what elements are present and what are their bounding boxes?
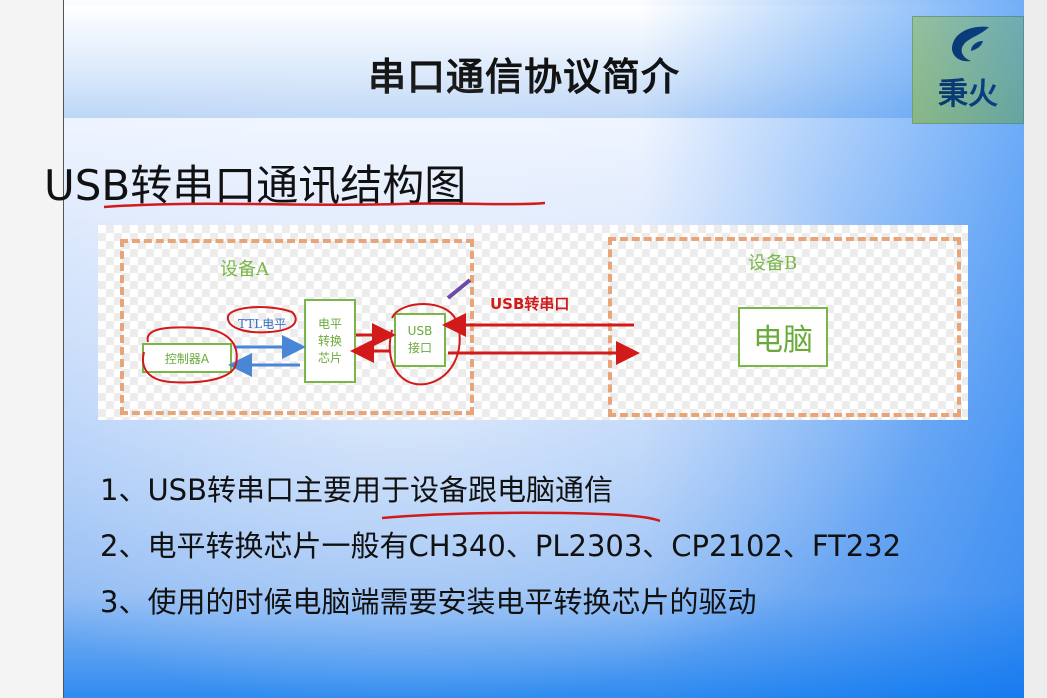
list-item: 2、电平转换芯片一般有CH340、PL2303、CP2102、FT232 [100,529,902,563]
bullet-list: 1、USB转串口主要用于设备跟电脑通信 2、电平转换芯片一般有CH340、PL2… [100,470,901,638]
pc-label: 电脑 [753,323,813,358]
converter-line: 芯片 [317,350,342,365]
slide-header: 串口通信协议简介 秉火 [64,6,1024,124]
brand-logo: 秉火 [912,16,1024,124]
device-b-frame [608,237,961,417]
diagram-arrows [228,313,640,377]
list-item: 1、USB转串口主要用于设备跟电脑通信 [100,473,613,507]
converter-line: 转换 [317,333,342,348]
flame-icon [951,26,989,62]
usb-serial-label: USB转串口 [490,295,570,313]
section-subtitle: USB转串口通讯结构图 [44,161,467,210]
list-item: 3、使用的时候电脑端需要安装电平转换芯片的驱动 [100,585,757,619]
device-a-label: 设备A [220,259,269,280]
usb-serial-diagram: 设备A 设备B 控制器A TTL电平 电平 转换 芯片 USB 接口 USB转串… [98,225,968,420]
device-a-frame [120,239,474,415]
logo-text: 秉火 [938,77,998,112]
window-right-gutter [1024,0,1047,698]
converter-line: 电平 [317,316,342,331]
device-b-label: 设备B [748,253,798,274]
pc-box: 电脑 [738,307,828,367]
slide-title: 串口通信协议简介 [367,55,680,99]
